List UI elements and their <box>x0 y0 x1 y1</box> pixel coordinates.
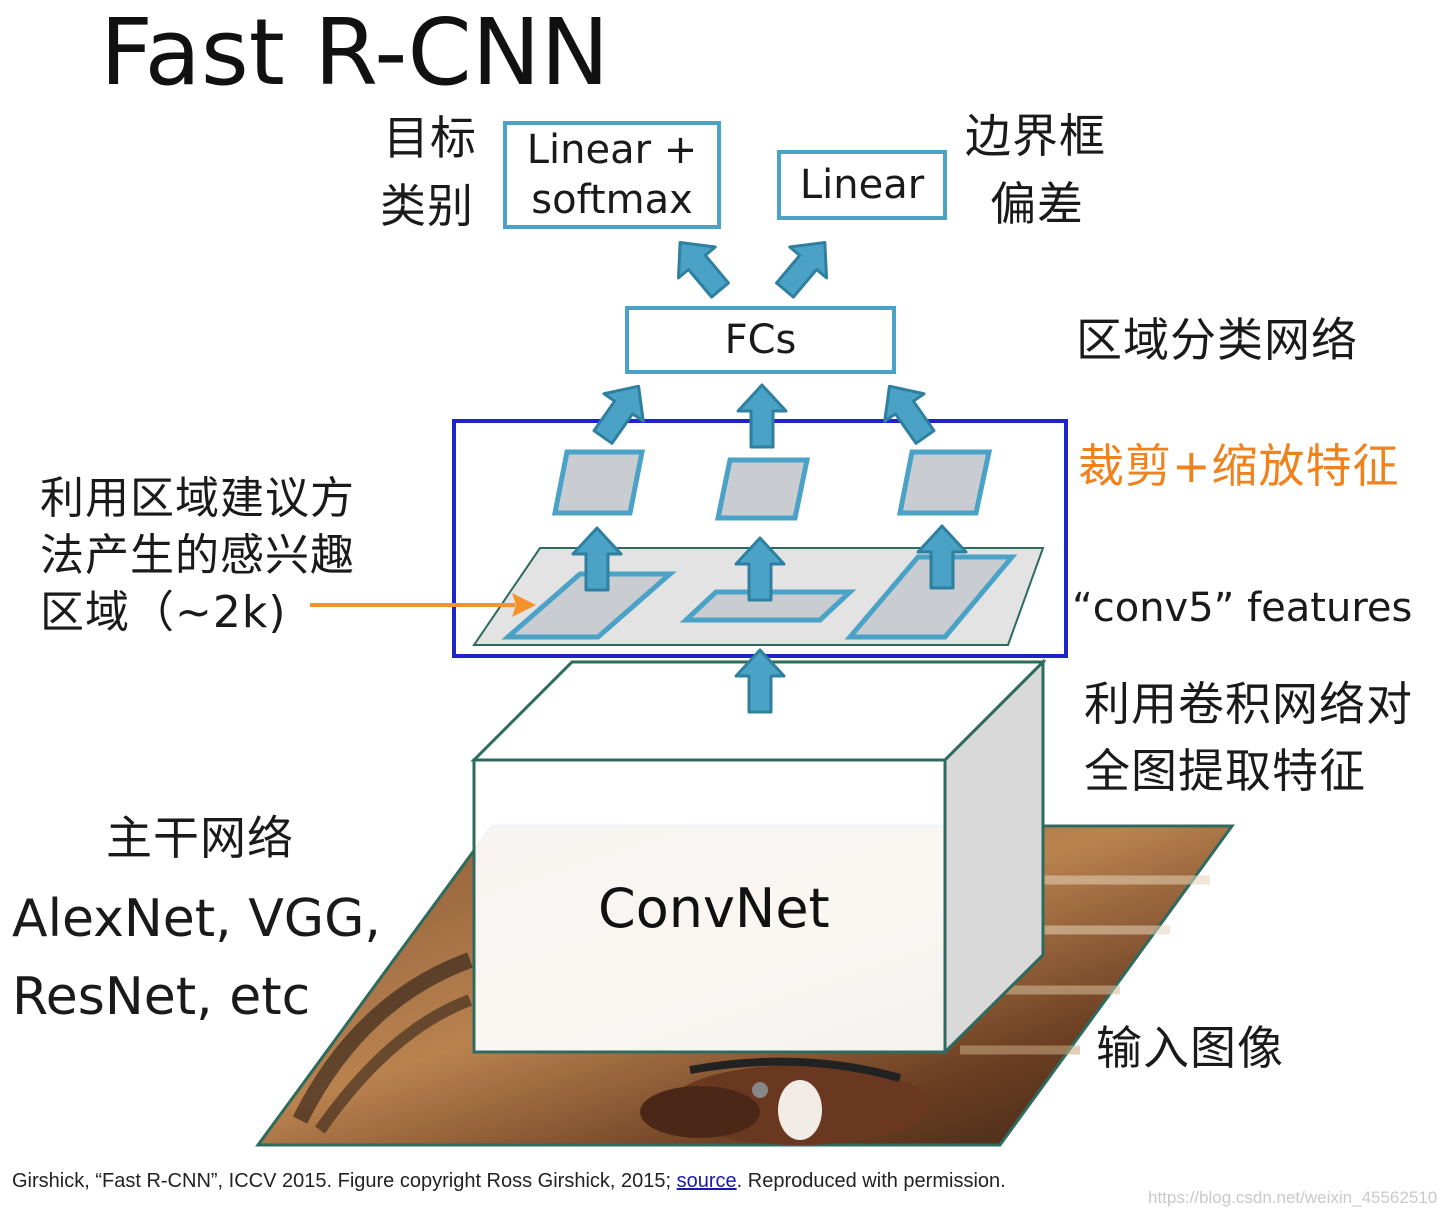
crop-resize-label: 裁剪+缩放特征 <box>1078 439 1400 493</box>
backbone-models-line1: AlexNet, VGG, <box>12 889 381 949</box>
citation-footer: Girshick, “Fast R-CNN”, ICCV 2015. Figur… <box>12 1170 1006 1193</box>
roi-region-3 <box>844 554 1018 640</box>
roi-region-1 <box>501 571 677 640</box>
conv5-features-label: “conv5” features <box>1072 585 1413 631</box>
bbox-offset-label-line1: 边界框 <box>965 109 1106 163</box>
linear-softmax-box: Linear + softmax <box>503 121 721 229</box>
citation-prefix: Girshick, “Fast R-CNN”, ICCV 2015. Figur… <box>12 1170 677 1192</box>
fcs-box-label: FCs <box>724 317 797 363</box>
roi-label-line3: 区域（~2k) <box>40 587 287 638</box>
feature-cell-2 <box>714 457 811 521</box>
fcs-box: FCs <box>625 306 896 374</box>
backbone-title: 主干网络 <box>106 811 294 865</box>
target-class-label-line1: 目标 <box>383 111 477 165</box>
arrow-fcs-to-linear <box>765 225 845 307</box>
target-class-label-line2: 类别 <box>380 179 474 233</box>
citation-suffix: . Reproduced with permission. <box>736 1170 1006 1192</box>
conv-feature-label-line2: 全图提取特征 <box>1084 744 1366 798</box>
bbox-offset-label-line2: 偏差 <box>990 177 1084 231</box>
arrow-cell3-to-fcs <box>868 370 947 453</box>
cropped-feature-cells <box>551 449 993 521</box>
linear-box-label: Linear <box>799 162 925 208</box>
convnet-label: ConvNet <box>598 877 830 940</box>
horse-head <box>640 1057 930 1145</box>
convnet-block <box>470 658 1047 1056</box>
roi-label-line2: 法产生的感兴趣 <box>40 530 355 581</box>
input-image-label: 输入图像 <box>1096 1021 1284 1075</box>
arrow-cell2-to-fcs <box>736 383 788 449</box>
linear-box: Linear <box>777 150 947 220</box>
feature-cell-1 <box>551 449 646 516</box>
page-title: Fast R-CNN <box>100 0 610 106</box>
softmax-box-line2: softmax <box>531 177 693 223</box>
arrow-fcs-to-softmax <box>660 225 740 307</box>
image-texture <box>292 875 1210 1134</box>
conv-feature-label-line1: 利用卷积网络对 <box>1084 677 1413 731</box>
roi-pointer-arrow <box>310 593 536 617</box>
backbone-models-line2: ResNet, etc <box>12 967 311 1027</box>
watermark: https://blog.csdn.net/weixin_45562510 <box>1148 1188 1437 1207</box>
region-classification-label: 区域分类网络 <box>1076 313 1358 367</box>
feature-cell-3 <box>896 449 993 516</box>
softmax-box-line1: Linear + <box>526 127 698 173</box>
source-link[interactable]: source <box>676 1170 737 1192</box>
roi-region-2 <box>679 589 857 623</box>
roi-label-line1: 利用区域建议方 <box>40 473 355 524</box>
arrow-cell1-to-fcs <box>581 370 660 453</box>
